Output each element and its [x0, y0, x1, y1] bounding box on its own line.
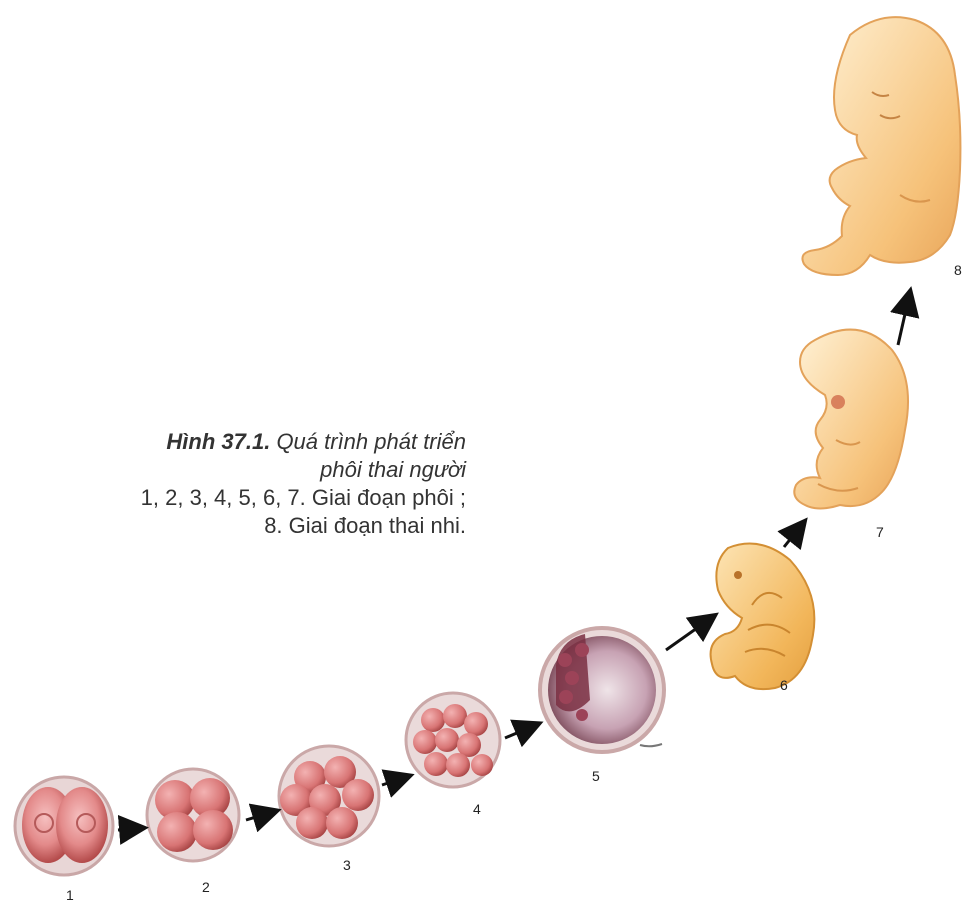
stage-label-4: 4 [473, 801, 481, 817]
stage-label-3: 3 [343, 857, 351, 873]
arrow-1-to-2 [118, 828, 143, 830]
stage-label-7: 7 [876, 524, 884, 540]
stage-label-6: 6 [780, 677, 788, 693]
arrow-2-to-3 [246, 811, 276, 820]
stage-label-8: 8 [954, 262, 962, 278]
stage-1-zygote [15, 777, 113, 875]
stage-8-fetus [802, 17, 960, 275]
stage-3-eight-cell [279, 746, 379, 846]
arrow-7-to-8 [898, 292, 910, 345]
stage-label-5: 5 [592, 768, 600, 784]
stage-label-1: 1 [66, 887, 74, 903]
arrow-3-to-4 [382, 776, 409, 785]
stage-4-morula [406, 693, 500, 787]
stage-6-embryo [711, 544, 815, 690]
stage-7-embryo-late [794, 330, 908, 509]
arrow-5-to-6 [666, 616, 714, 650]
arrow-6-to-7 [784, 522, 804, 547]
stage-2-four-cell [147, 769, 239, 861]
arrow-4-to-5 [505, 724, 538, 738]
stage-5-blastocyst [540, 628, 664, 752]
stage-label-2: 2 [202, 879, 210, 895]
